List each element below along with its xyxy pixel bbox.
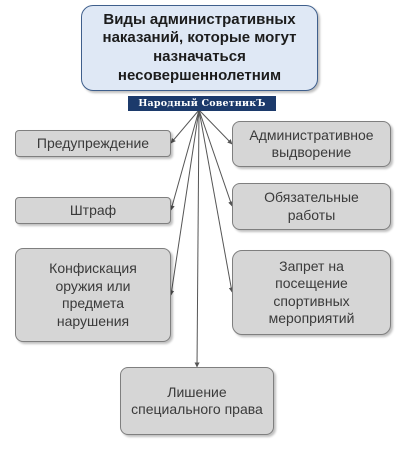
node-expulsion: Административное выдворение [232,121,391,167]
watermark-label: Народный СоветникЪ [128,96,276,111]
node-confiscation-label: Конфискация оружия или предмета нарушени… [49,260,137,329]
connector-deprivation [194,109,200,368]
node-ban: Запрет на посещение спортивных мероприят… [232,250,391,335]
root-title: Виды административных наказаний, которые… [102,10,297,84]
connector-works [198,109,233,207]
node-deprivation-label: Лишение специального права [131,383,263,418]
connector-confiscation [169,109,200,296]
node-warning-label: Предупреждение [36,134,150,151]
node-warning: Предупреждение [15,130,171,157]
node-works-label: Обязательные работы [264,189,359,223]
node-fine-label: Штраф [69,201,117,218]
node-fine: Штраф [15,197,171,224]
connector-fine [169,109,200,211]
connector-expulsion [198,109,233,145]
node-deprivation: Лишение специального права [120,367,274,435]
connector-ban [198,109,234,293]
node-expulsion-label: Административное выдворение [249,126,374,161]
connector-warning [170,109,200,144]
node-works: Обязательные работы [232,183,391,230]
node-confiscation: Конфискация оружия или предмета нарушени… [15,248,171,342]
node-ban-label: Запрет на посещение спортивных мероприят… [268,257,355,327]
root-node: Виды административных наказаний, которые… [81,5,318,91]
